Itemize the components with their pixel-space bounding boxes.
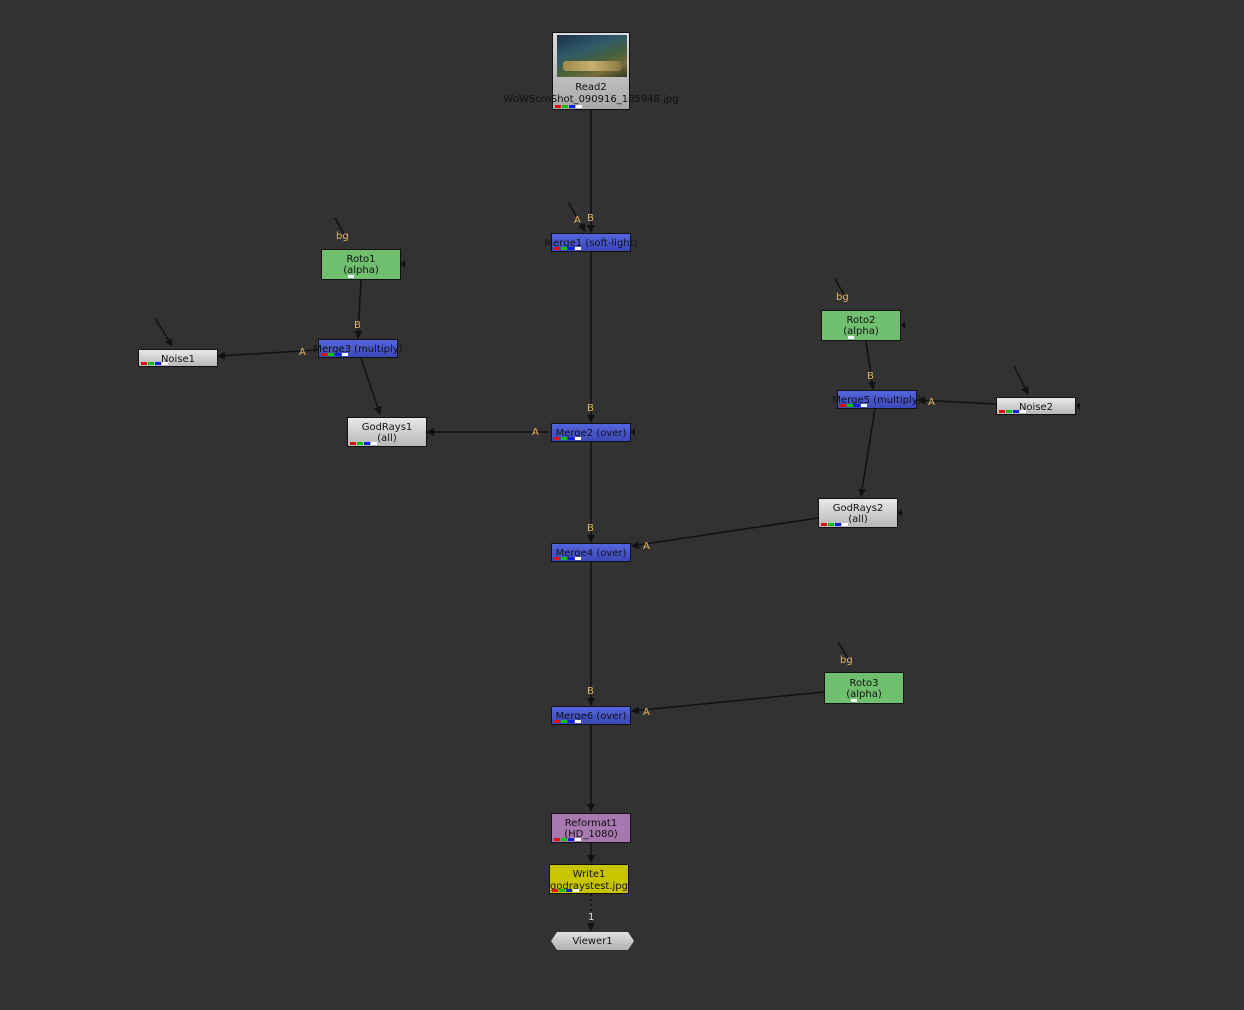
viewer1-label: Viewer1 <box>572 936 613 947</box>
merge4-pin-a[interactable]: A <box>643 541 650 552</box>
node-merge5[interactable]: Merge5 (multiply) <box>832 390 922 409</box>
wire-roto1-merge3 <box>354 279 363 339</box>
node-noise1[interactable]: Noise1 <box>138 349 218 367</box>
node-merge2[interactable]: Merge2 (over) <box>551 423 631 442</box>
godrays2-name: GodRays2 <box>832 503 884 514</box>
merge3-label: Merge3 (multiply) <box>313 344 403 355</box>
wire-a-stub-merge1 <box>567 201 586 232</box>
roto1-pin-bg[interactable]: bg <box>336 231 349 242</box>
node-read2[interactable]: Read2 WoWScrnShot_090916_185948.jpg <box>503 32 679 110</box>
godrays2-mask-arrow <box>898 509 902 517</box>
noise2-label: Noise2 <box>1018 402 1054 413</box>
merge1-pin-a[interactable]: A <box>574 215 581 226</box>
write1-file: godraystest.jpg <box>549 881 629 892</box>
merge5-label: Merge5 (multiply) <box>832 395 922 406</box>
merge3-pin-b[interactable]: B <box>354 320 361 331</box>
node-roto3[interactable]: Roto3 (alpha) <box>824 672 904 704</box>
node-merge6[interactable]: Merge6 (over) <box>551 706 631 725</box>
merge1-pin-b[interactable]: B <box>587 213 594 224</box>
merge5-pin-a[interactable]: A <box>928 397 935 408</box>
wire-noise2-merge5 <box>917 396 997 405</box>
wire-stub-noise1 <box>154 317 173 347</box>
roto2-sub: (alpha) <box>843 326 879 337</box>
wire-merge3-godrays1 <box>360 357 382 415</box>
node-write1[interactable]: Write1 godraystest.jpg <box>549 864 629 894</box>
wire-bg-stub-roto3 <box>837 641 849 659</box>
merge2-pin-b[interactable]: B <box>587 403 594 414</box>
godrays1-name: GodRays1 <box>361 422 413 433</box>
read2-file: WoWScrnShot_090916_185948.jpg <box>503 94 679 105</box>
noise1-label: Noise1 <box>160 354 196 365</box>
write1-name: Write1 <box>572 869 606 880</box>
roto3-name: Roto3 <box>849 678 879 689</box>
wire-roto2-merge5 <box>865 340 876 390</box>
node-noise2[interactable]: Noise2 <box>996 397 1076 415</box>
read2-thumbnail <box>557 35 627 77</box>
roto2-mask-arrow <box>901 321 905 329</box>
read2-name: Read2 <box>575 82 607 93</box>
godrays2-sub: (all) <box>848 514 868 525</box>
merge2-mask-arrow <box>631 428 635 436</box>
roto1-sub: (alpha) <box>343 265 379 276</box>
roto3-sub: (alpha) <box>846 689 882 700</box>
wire-bg-stub-roto2 <box>834 278 846 297</box>
roto2-pin-bg[interactable]: bg <box>836 292 849 303</box>
node-roto2[interactable]: Roto2 (alpha) <box>821 310 901 341</box>
node-viewer1[interactable]: Viewer1 <box>551 932 634 950</box>
roto1-name: Roto1 <box>346 254 376 265</box>
node-merge4[interactable]: Merge4 (over) <box>551 543 631 562</box>
wire-godrays2-merge4 <box>631 517 819 549</box>
merge2-label: Merge2 (over) <box>555 428 627 439</box>
merge6-pin-b[interactable]: B <box>587 686 594 697</box>
viewer1-input-number[interactable]: 1 <box>588 912 595 923</box>
roto2-name: Roto2 <box>846 315 876 326</box>
node-merge1[interactable]: Merge1 (soft-light) <box>545 233 637 252</box>
reformat1-name: Reformat1 <box>564 818 618 829</box>
wire-merge3-noise1 <box>217 349 319 360</box>
merge6-label: Merge6 (over) <box>555 711 627 722</box>
noise2-mask-arrow <box>1076 402 1080 410</box>
merge4-pin-b[interactable]: B <box>587 523 594 534</box>
merge1-label: Merge1 (soft-light) <box>544 238 638 249</box>
merge4-label: Merge4 (over) <box>555 548 627 559</box>
node-reformat1[interactable]: Reformat1 (HD_1080) <box>551 813 631 843</box>
node-godrays1[interactable]: GodRays1 (all) <box>347 417 427 447</box>
wire-stub-noise2 <box>1013 365 1029 395</box>
roto3-pin-bg[interactable]: bg <box>840 655 853 666</box>
roto1-mask-arrow <box>401 260 405 268</box>
wire-bg-stub-roto1 <box>334 217 346 237</box>
godrays1-sub: (all) <box>377 433 397 444</box>
node-merge3[interactable]: Merge3 (multiply) <box>313 339 403 358</box>
reformat1-sub: (HD_1080) <box>564 829 618 840</box>
node-roto1[interactable]: Roto1 (alpha) <box>321 249 401 280</box>
wire-roto3-merge6 <box>631 691 825 715</box>
wire-merge5-godrays2 <box>858 408 876 497</box>
merge6-pin-a[interactable]: A <box>643 707 650 718</box>
merge2-pin-a[interactable]: A <box>532 427 539 438</box>
node-godrays2[interactable]: GodRays2 (all) <box>818 498 898 528</box>
merge5-pin-b[interactable]: B <box>867 371 874 382</box>
merge3-pin-a[interactable]: A <box>299 347 306 358</box>
